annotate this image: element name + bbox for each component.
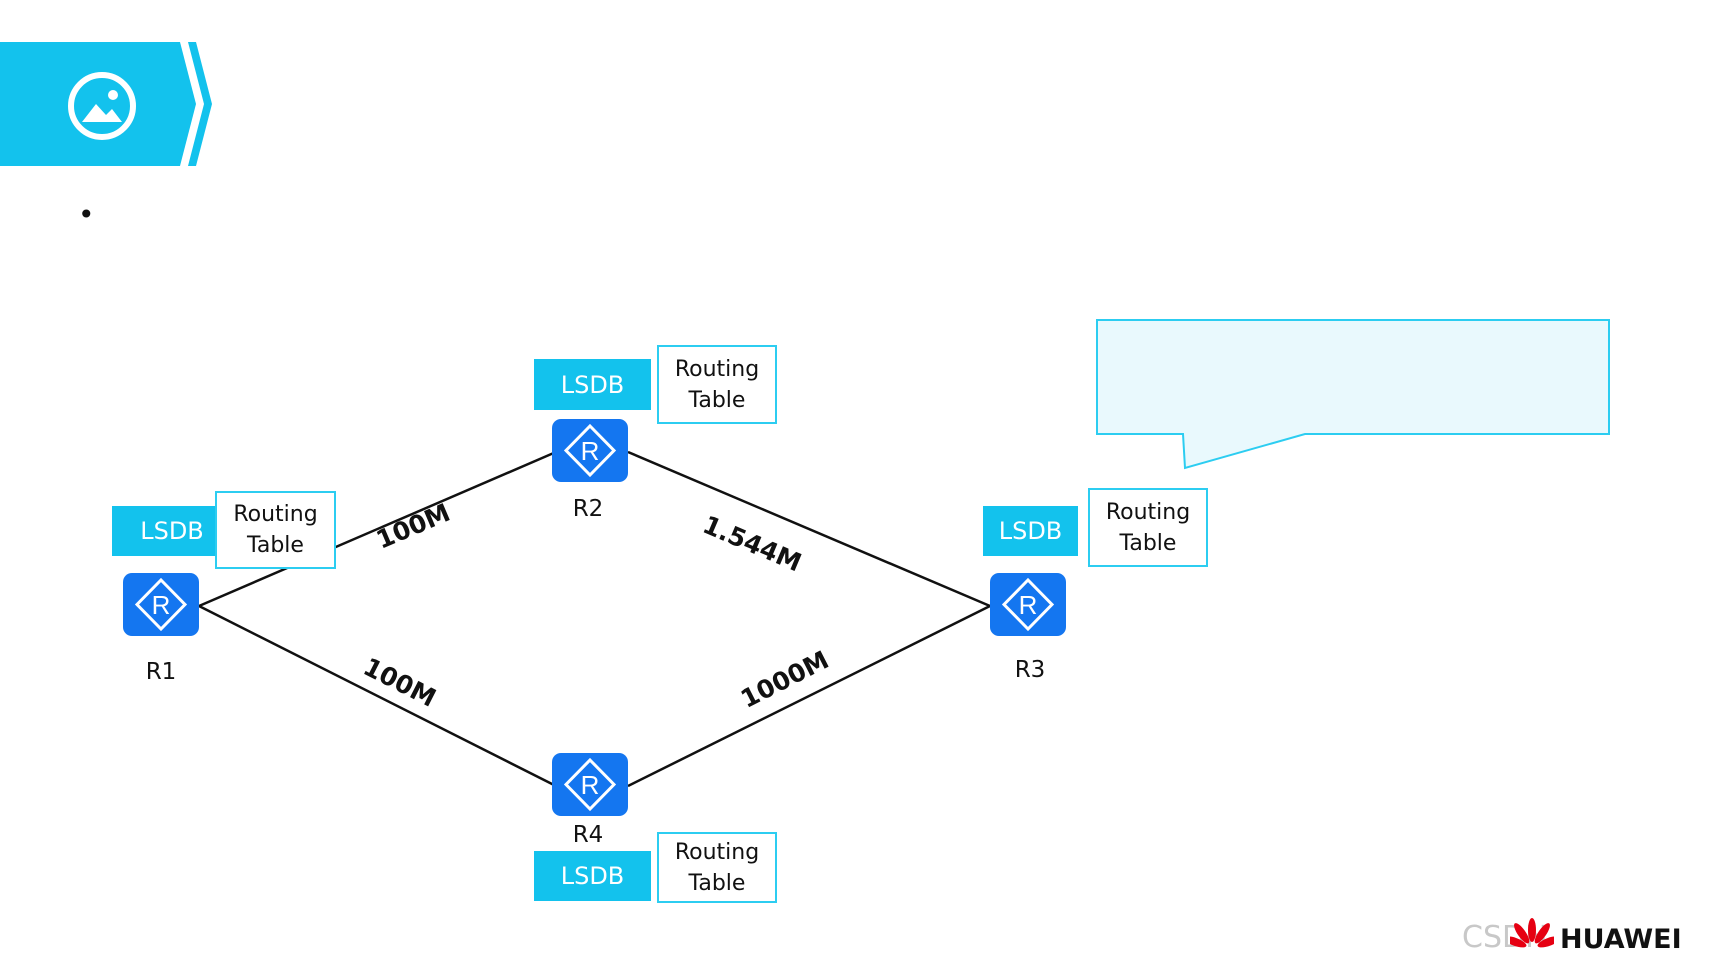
r1-routing-table-line1: Routing bbox=[233, 502, 318, 527]
r1-router-glyph: R bbox=[134, 577, 188, 632]
r1-routing-table-box: Routing Table bbox=[215, 491, 336, 569]
r4-routing-table-line2: Table bbox=[688, 870, 746, 896]
r2-router-glyph: R bbox=[563, 423, 617, 478]
r2-lsdb-box: LSDB bbox=[534, 359, 651, 410]
r3-label: R3 bbox=[1014, 657, 1046, 683]
r4-label: R4 bbox=[572, 822, 604, 848]
r1-routing-table-line2: Table bbox=[247, 533, 304, 558]
r1-label: R1 bbox=[145, 659, 177, 685]
huawei-logo-icon bbox=[1510, 918, 1554, 948]
callout-bubble bbox=[1096, 319, 1610, 470]
link-r1-r2 bbox=[198, 450, 557, 608]
svg-text:R: R bbox=[581, 436, 600, 466]
r2-routing-table-line2: Table bbox=[688, 387, 746, 413]
r4-routing-table-line1: Routing bbox=[674, 839, 760, 865]
r4-lsdb-box: LSDB bbox=[534, 851, 651, 901]
svg-text:R: R bbox=[1019, 590, 1038, 620]
image-icon bbox=[68, 72, 136, 140]
link-r1-r4 bbox=[198, 604, 557, 788]
svg-text:R: R bbox=[581, 770, 600, 800]
r3-routing-table-line2: Table bbox=[1119, 530, 1177, 556]
r3-router-glyph: R bbox=[1001, 577, 1055, 632]
r2-routing-table-line1: Routing bbox=[674, 356, 760, 382]
r2-routing-table-box: Routing Table bbox=[657, 345, 777, 424]
r3-routing-table-box: Routing Table bbox=[1088, 488, 1208, 567]
svg-text:R: R bbox=[152, 590, 171, 620]
header-band bbox=[0, 42, 212, 166]
r3-lsdb-box: LSDB bbox=[983, 506, 1078, 556]
brand-name: HUAWEI bbox=[1560, 924, 1682, 955]
r4-routing-table-box: Routing Table bbox=[657, 832, 777, 903]
r1-lsdb-box: LSDB bbox=[112, 506, 232, 556]
link-r2-r3 bbox=[627, 450, 991, 608]
link-r4-r3 bbox=[627, 604, 991, 788]
r3-routing-table-line1: Routing bbox=[1105, 499, 1191, 525]
bullet-marker: • bbox=[78, 198, 95, 231]
r4-router-glyph: R bbox=[563, 757, 617, 812]
r2-label: R2 bbox=[572, 496, 604, 522]
